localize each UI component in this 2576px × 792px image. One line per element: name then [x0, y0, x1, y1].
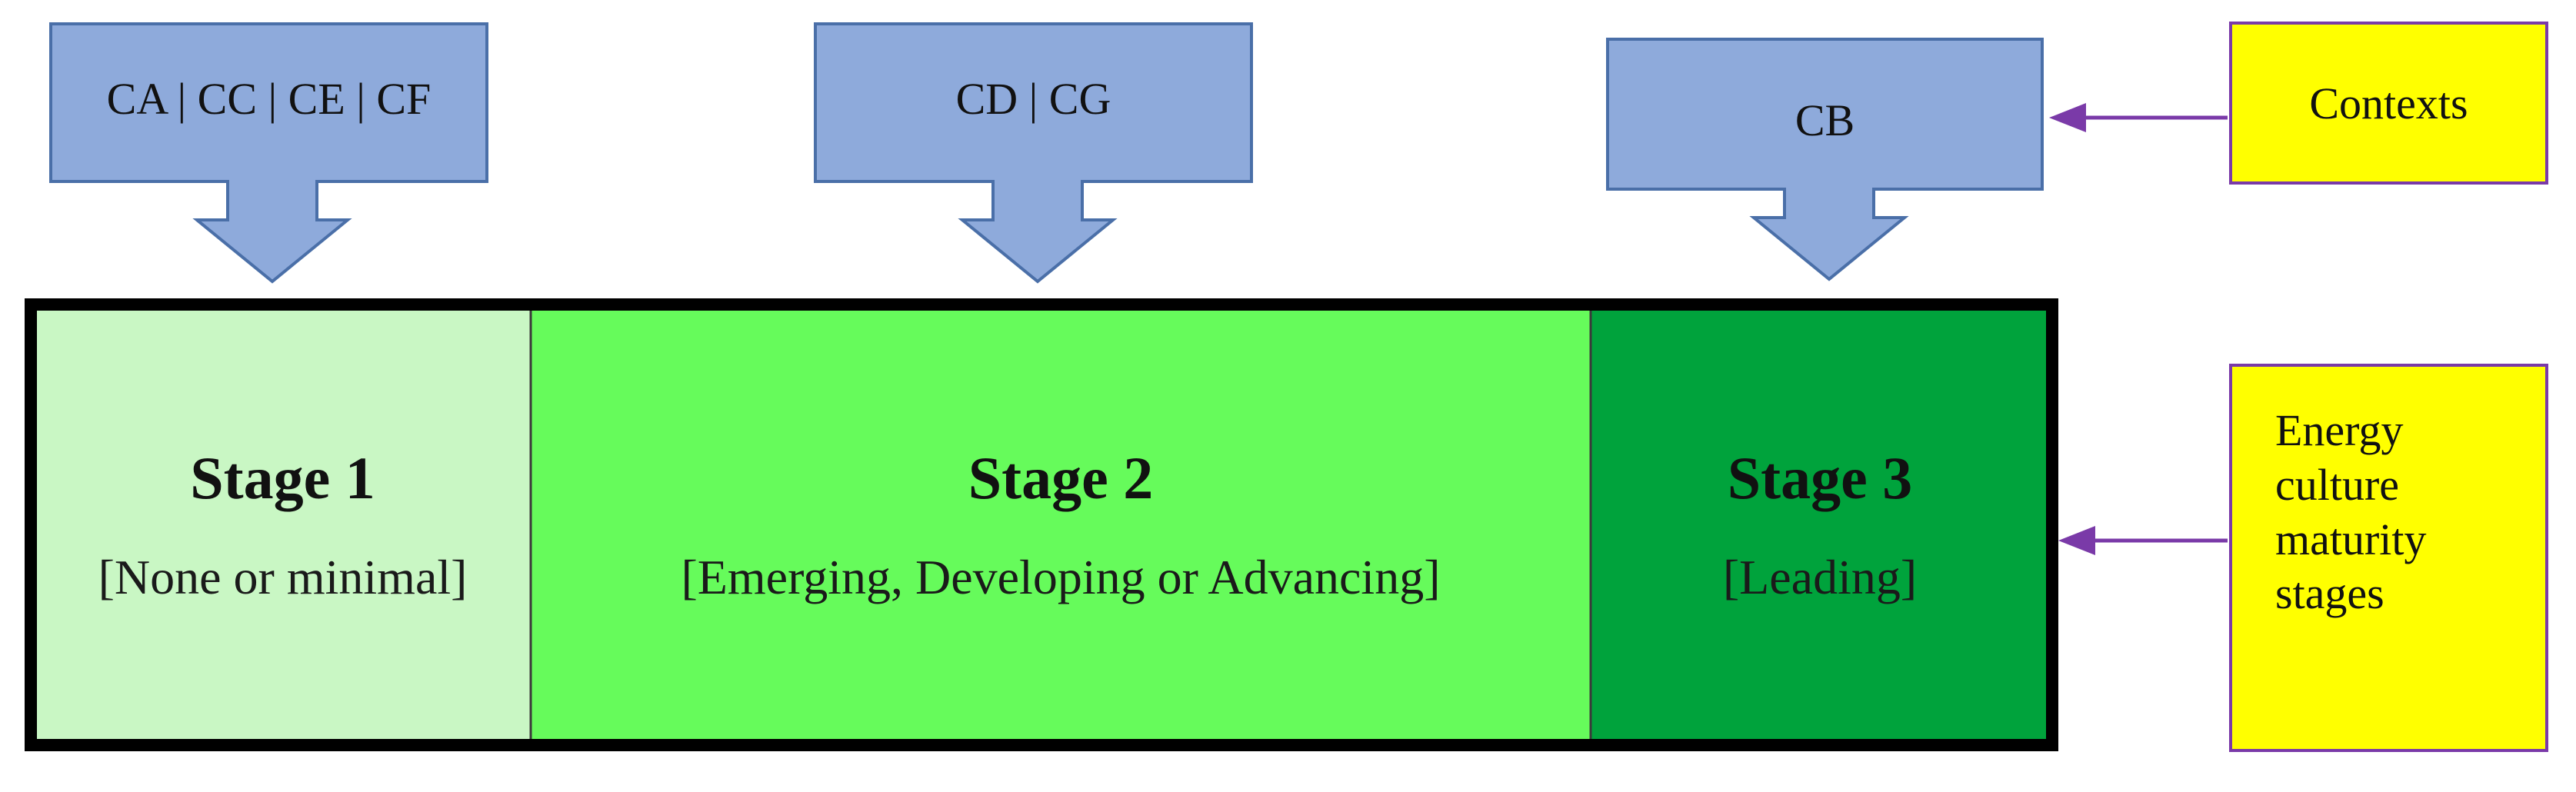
stage-1-cell: Stage 1 [None or minimal]	[35, 308, 531, 742]
contexts-legend-box: Contexts	[2229, 22, 2548, 185]
stages-pointer-arrowhead	[2058, 526, 2095, 555]
stage-3-subtitle: [Leading]	[1722, 549, 1918, 604]
contexts-pointer-arrowhead	[2049, 103, 2086, 132]
stage-2-cell: Stage 2 [Emerging, Developing or Advanci…	[531, 308, 1591, 742]
stage-3-background	[1591, 308, 2049, 742]
stage-1-background	[35, 308, 531, 742]
stage-3-cell: Stage 3 [Leading]	[1591, 308, 2049, 742]
stage-2-background	[531, 308, 1591, 742]
context-callout-shape	[814, 22, 1253, 284]
stage-1-subtitle: [None or minimal]	[98, 549, 468, 604]
stage-3-title: Stage 3	[1727, 444, 1913, 511]
stage-bar-frame	[25, 298, 2058, 751]
stages-legend-line: stages	[2275, 568, 2384, 619]
stages-legend-line: Energy	[2275, 405, 2404, 455]
maturity-stages-legend-box: Energy culture maturity stages	[2229, 364, 2548, 752]
context-label-stage-3: CB	[1795, 95, 1855, 145]
context-callout-shape	[1606, 38, 2044, 281]
context-label-stage-1: CA | CC | CE | CF	[106, 74, 432, 124]
context-callout-shape	[49, 22, 488, 284]
stages-legend-line: culture	[2275, 459, 2400, 510]
stages-legend-line: maturity	[2275, 514, 2427, 564]
stage-2-subtitle: [Emerging, Developing or Advancing]	[681, 549, 1441, 604]
context-label-stage-2: CD | CG	[955, 74, 1111, 124]
stage-1-title: Stage 1	[190, 444, 375, 511]
stage-2-title: Stage 2	[968, 444, 1154, 511]
contexts-legend-label: Contexts	[2309, 78, 2468, 128]
